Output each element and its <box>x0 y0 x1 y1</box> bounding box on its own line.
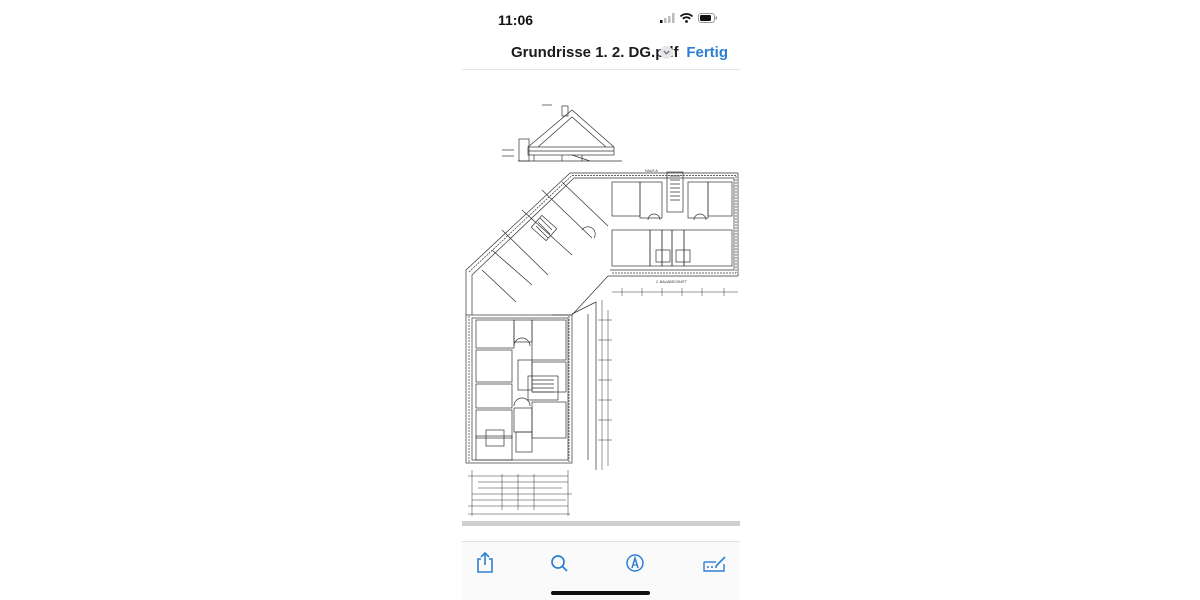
battery-icon <box>698 13 717 23</box>
vertical-wing <box>465 301 597 470</box>
share-icon <box>477 551 493 573</box>
signature-icon <box>703 556 726 572</box>
title-menu-button[interactable] <box>660 46 673 59</box>
signature-button[interactable] <box>702 550 726 576</box>
dimension-lines <box>468 288 738 516</box>
search-icon <box>551 555 568 572</box>
document-title[interactable]: Grundrisse 1. 2. DG.pdf <box>511 44 679 61</box>
status-time: 11:06 <box>498 12 534 28</box>
markup-pen-icon <box>626 554 644 572</box>
svg-text:HAUS A: HAUS A <box>645 169 659 173</box>
diagonal-wing <box>465 172 609 316</box>
home-indicator[interactable] <box>551 591 650 595</box>
page-divider <box>462 521 740 526</box>
status-bar: 11:06 <box>462 0 740 38</box>
pdf-page-viewer[interactable]: HAUS A 2. BAUABSCHNITT <box>462 70 740 521</box>
top-wing <box>570 171 739 277</box>
share-button[interactable] <box>472 550 498 576</box>
markup-button[interactable] <box>622 550 648 576</box>
cellular-signal-icon <box>660 13 675 23</box>
svg-text:2. BAUABSCHNITT: 2. BAUABSCHNITT <box>656 280 688 284</box>
navigation-bar: Grundrisse 1. 2. DG.pdf Fertig <box>462 38 740 70</box>
wifi-icon <box>680 13 693 23</box>
chevron-down-icon <box>663 50 670 55</box>
section-drawing <box>502 104 622 162</box>
phone-screen: 11:06 Grundrisse 1. 2. DG.pdf <box>462 0 740 600</box>
status-icons <box>660 13 718 23</box>
floor-plan-drawing: HAUS A 2. BAUABSCHNITT <box>465 104 739 516</box>
done-button[interactable]: Fertig <box>686 44 728 61</box>
bottom-toolbar <box>462 541 740 600</box>
search-button[interactable] <box>546 550 572 576</box>
